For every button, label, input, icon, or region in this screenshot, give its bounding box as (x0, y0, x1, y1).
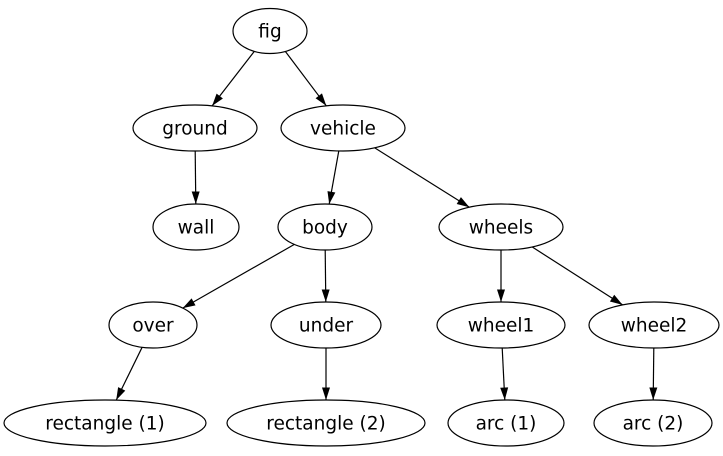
nodes-layer: fig ground vehicle wall body wheels over under w… (3, 7, 720, 447)
node-ellipse-vehicle (280, 104, 406, 152)
node-ellipse-rectangle1 (3, 399, 207, 447)
node-under: under (270, 301, 382, 349)
node-ellipse-wall (152, 203, 240, 251)
node-over: over (108, 301, 198, 349)
node-vehicle: vehicle (280, 104, 406, 152)
edge-vehicle-body (327, 150, 340, 205)
node-ellipse-ground (132, 104, 258, 152)
edge-vehicle-wheels (374, 147, 470, 208)
node-label-fig: fig (258, 21, 281, 42)
edge-wheel2-arc2 (649, 347, 658, 401)
node-body: body (277, 203, 373, 251)
edge-wheel1-arc1 (500, 347, 509, 401)
edges-layer (115, 51, 658, 401)
node-label-arc2: arc (2) (623, 413, 684, 434)
node-ellipse-wheel2 (588, 301, 720, 349)
node-ellipse-rectangle2 (226, 399, 426, 447)
node-rectangle2: rectangle (2) (226, 399, 426, 447)
edge-over-rectangle1 (115, 347, 143, 401)
node-ellipse-fig (232, 7, 308, 55)
node-arc2: arc (2) (593, 399, 713, 447)
edge-body-under (321, 249, 330, 303)
node-label-arc1: arc (1) (476, 413, 537, 434)
node-label-rectangle2: rectangle (2) (266, 413, 385, 434)
node-wall: wall (152, 203, 240, 251)
node-label-vehicle: vehicle (310, 118, 376, 139)
node-label-wall: wall (178, 217, 215, 238)
node-label-body: body (302, 217, 348, 238)
node-label-under: under (299, 315, 354, 336)
node-ellipse-body (277, 203, 373, 251)
node-ellipse-arc2 (593, 399, 713, 447)
node-wheels: wheels (438, 203, 564, 251)
node-wheel1: wheel1 (436, 301, 566, 349)
node-label-over: over (132, 315, 174, 336)
edge-ground-wall (191, 150, 200, 205)
node-label-ground: ground (162, 118, 227, 139)
node-wheel2: wheel2 (588, 301, 720, 349)
node-label-wheel1: wheel1 (468, 315, 535, 336)
node-label-wheels: wheels (469, 217, 533, 238)
node-ellipse-arc1 (447, 399, 565, 447)
node-fig: fig (232, 7, 308, 55)
node-label-rectangle1: rectangle (1) (45, 413, 164, 434)
edge-fig-ground (211, 51, 255, 107)
edge-fig-vehicle (284, 51, 327, 107)
node-arc1: arc (1) (447, 399, 565, 447)
node-ellipse-wheels (438, 203, 564, 251)
edge-wheels-wheel2 (531, 246, 623, 306)
node-label-wheel2: wheel2 (621, 315, 688, 336)
node-ellipse-over (108, 301, 198, 349)
node-rectangle1: rectangle (1) (3, 399, 207, 447)
edge-body-over (182, 243, 295, 309)
node-ground: ground (132, 104, 258, 152)
node-ellipse-under (270, 301, 382, 349)
node-ellipse-wheel1 (436, 301, 566, 349)
